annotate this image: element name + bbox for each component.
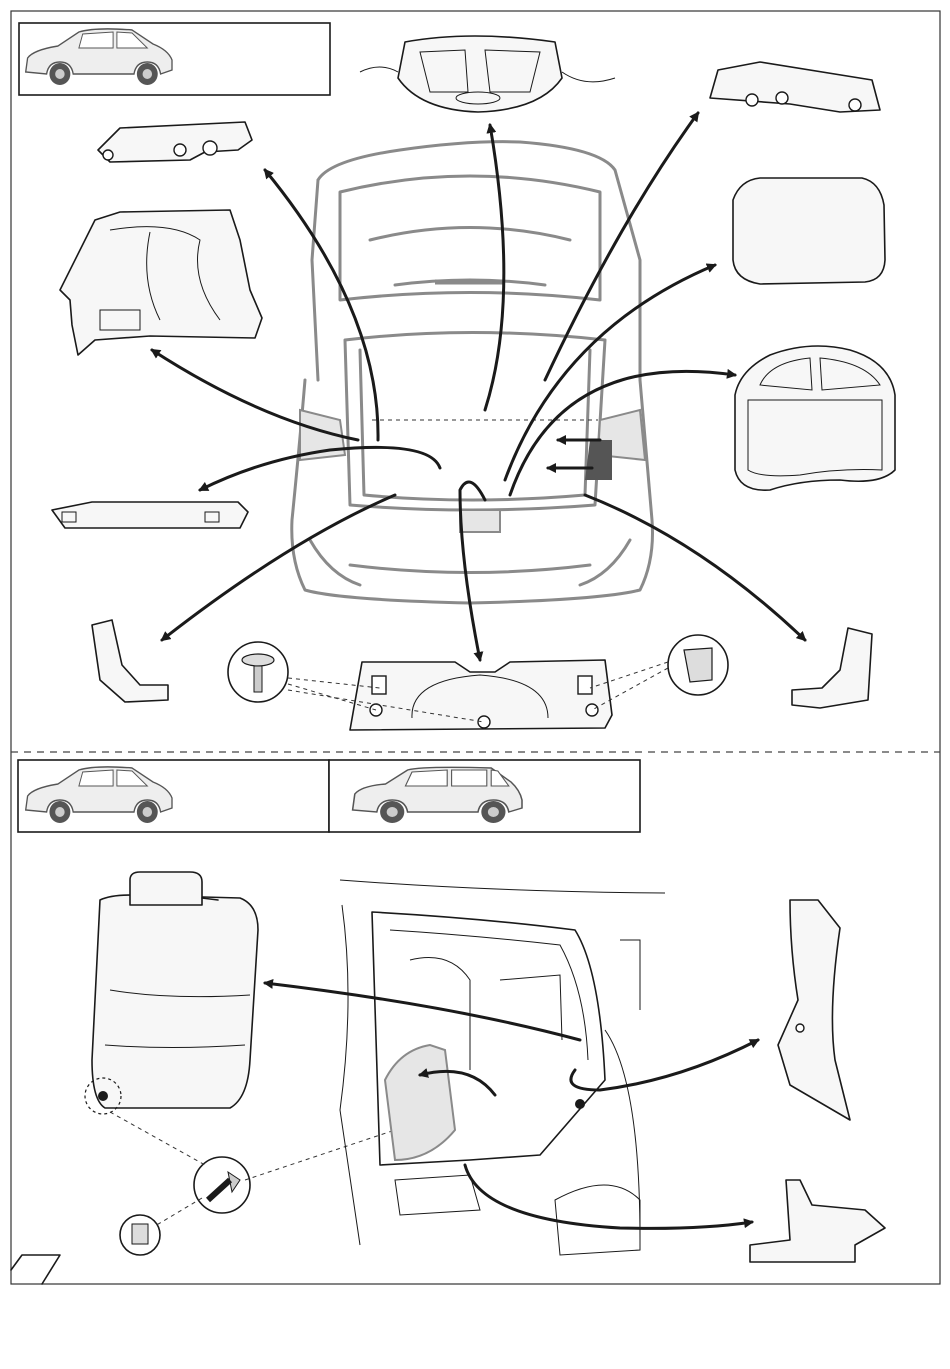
upper-side-trim-right bbox=[710, 62, 880, 112]
upper-side-trim-left bbox=[98, 122, 252, 162]
rear-door-opening-interior bbox=[340, 880, 665, 1255]
push-clip-icon bbox=[228, 642, 288, 702]
b-pillar-lower-trim bbox=[778, 900, 850, 1120]
page-corner-mark bbox=[11, 1255, 60, 1284]
tailgate-trim-panel bbox=[360, 36, 615, 112]
vehicle-badge-hatchback-top bbox=[19, 23, 330, 95]
parcel-shelf bbox=[735, 346, 895, 490]
vehicle-badge-hatchback-bottom bbox=[18, 760, 329, 832]
vehicle-rear-view bbox=[292, 142, 653, 603]
vehicle-badge-estate bbox=[329, 760, 640, 832]
luggage-floor-board bbox=[733, 178, 885, 284]
bolt-icon bbox=[194, 1157, 250, 1213]
removal-arrows-bottom bbox=[265, 983, 758, 1228]
clip-retainer-icon bbox=[668, 635, 728, 695]
rear-sill-trim bbox=[750, 1180, 885, 1262]
rear-seat-backrest bbox=[85, 872, 258, 1114]
removal-arrows-top bbox=[152, 113, 805, 660]
loading-sill-cover bbox=[52, 502, 248, 528]
nut-icon bbox=[120, 1215, 160, 1255]
tailgate-lower-trim bbox=[350, 660, 612, 730]
luggage-side-trim-left bbox=[60, 210, 262, 355]
rear-corner-trim-left bbox=[92, 620, 168, 702]
